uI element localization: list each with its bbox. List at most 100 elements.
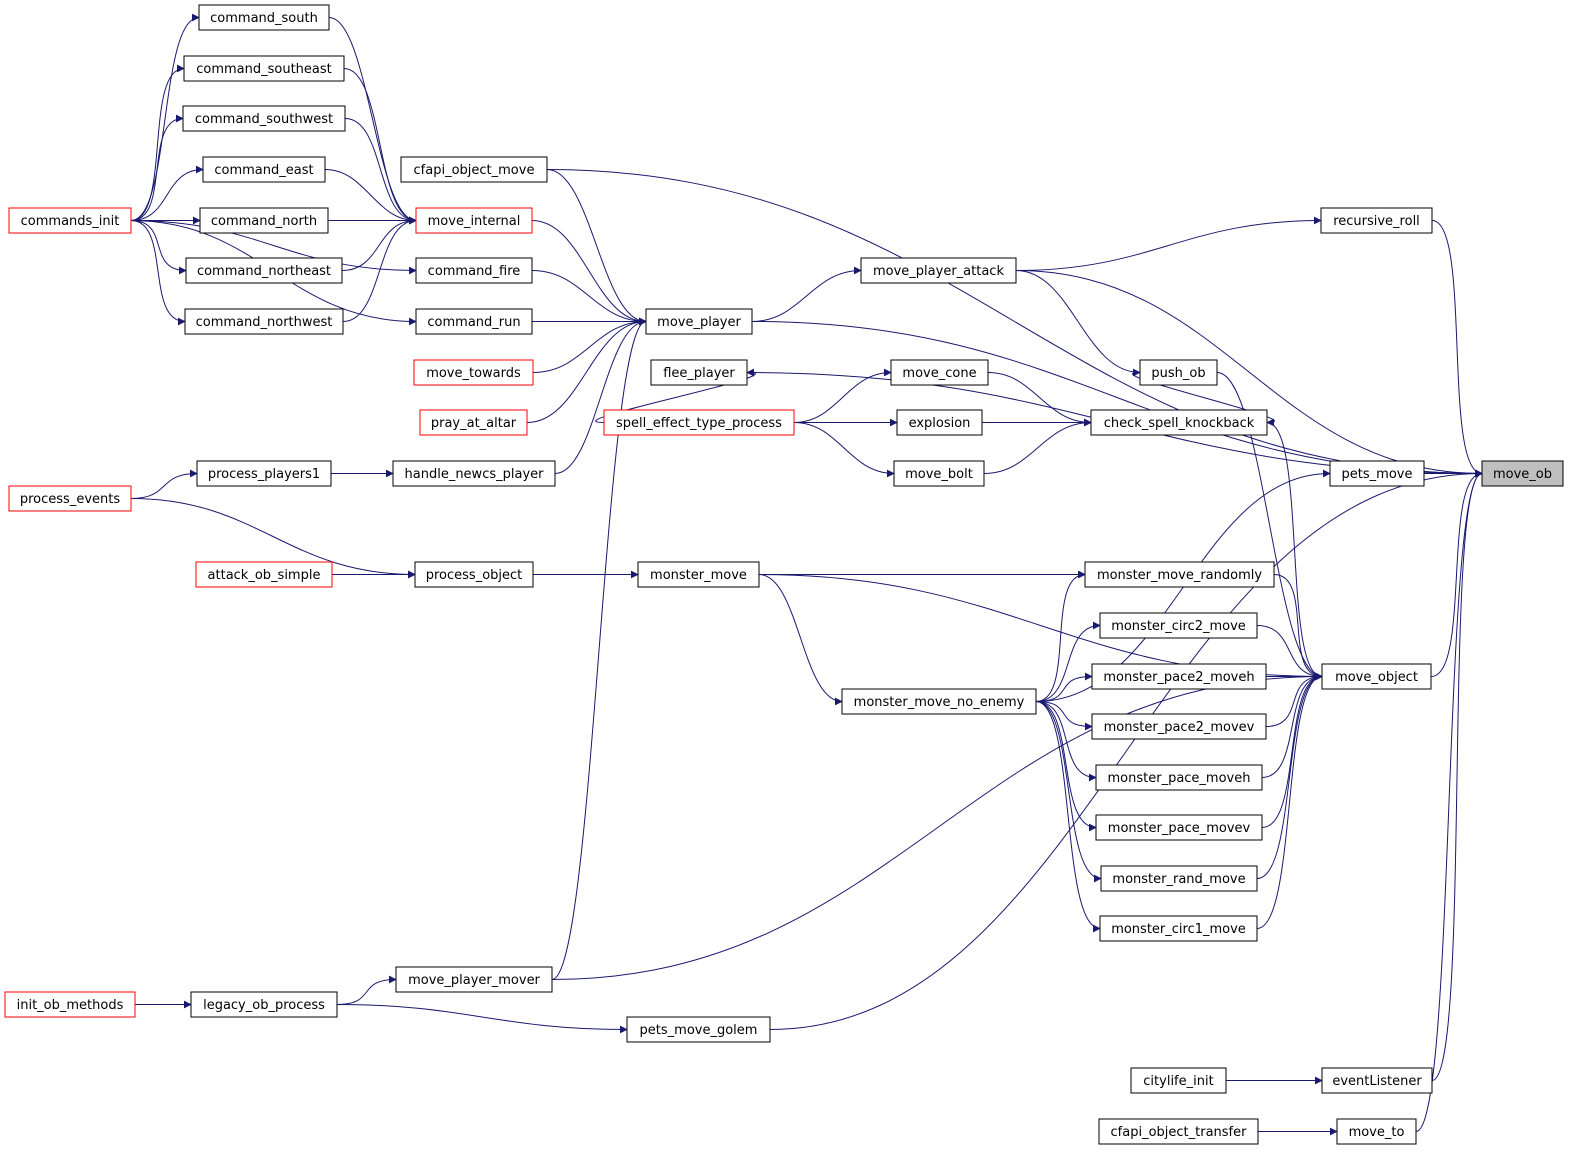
node-explosion[interactable]: explosion <box>896 409 983 436</box>
edge-move-towards-to-move-player <box>532 317 647 373</box>
node-cfapi-object-move[interactable]: cfapi_object_move <box>400 156 548 183</box>
node-label: command_fire <box>428 264 521 279</box>
node-monster-rand-move[interactable]: monster_rand_move <box>1100 865 1258 892</box>
node-box <box>185 257 343 284</box>
node-push-ob[interactable]: push_ob <box>1139 359 1218 386</box>
node-command-northwest[interactable]: command_northwest <box>184 308 344 335</box>
node-label: command_east <box>214 163 313 178</box>
node-label: move_towards <box>426 366 521 381</box>
node-monster-move-no-enemy[interactable]: monster_move_no_enemy <box>841 688 1037 715</box>
node-box <box>1130 1067 1227 1094</box>
node-monster-circ2-move[interactable]: monster_circ2_move <box>1099 612 1258 639</box>
edge-move-player-to-move-ob <box>751 321 1483 478</box>
node-monster-circ1-move[interactable]: monster_circ1_move <box>1099 915 1258 942</box>
node-cfapi-object-transfer[interactable]: cfapi_object_transfer <box>1098 1118 1259 1145</box>
node-process-events[interactable]: process_events <box>8 485 132 512</box>
node-label: command_southeast <box>196 62 332 77</box>
node-label: move_player_attack <box>873 264 1004 279</box>
edge-commands-init-to-command-east <box>130 165 204 221</box>
nodes: move_ob cfapi_object_move move_player comma… <box>4 4 1564 1145</box>
node-label: monster_pace_moveh <box>1108 771 1251 786</box>
node-box <box>415 257 533 284</box>
node-move-ob[interactable]: move_ob <box>1481 460 1564 487</box>
node-monster-pace2-movev[interactable]: monster_pace2_movev <box>1091 713 1267 740</box>
edge-monster-move-no-enemy-to-monster-pace-movev <box>1035 701 1097 832</box>
node-citylife-init[interactable]: citylife_init <box>1130 1067 1227 1094</box>
node-box <box>414 561 534 588</box>
node-init-ob-methods[interactable]: init_ob_methods <box>4 991 136 1018</box>
node-legacy-ob-process[interactable]: legacy_ob_process <box>190 991 338 1018</box>
node-eventListener[interactable]: eventListener <box>1321 1067 1433 1094</box>
node-handle-newcs-player[interactable]: handle_newcs_player <box>392 460 556 487</box>
node-label: process_object <box>426 568 523 583</box>
node-move-bolt[interactable]: move_bolt <box>893 460 985 487</box>
node-command-fire[interactable]: command_fire <box>415 257 533 284</box>
node-box <box>1329 460 1425 487</box>
node-label: move_player <box>657 315 741 330</box>
node-label: move_ob <box>1493 467 1552 482</box>
node-move-to[interactable]: move_to <box>1336 1118 1417 1145</box>
node-label: monster_move_randomly <box>1097 568 1262 583</box>
node-monster-move[interactable]: monster_move <box>637 561 760 588</box>
node-command-run[interactable]: command_run <box>415 308 533 335</box>
node-commands-init[interactable]: commands_init <box>8 207 132 234</box>
node-label: process_players1 <box>208 467 320 482</box>
node-spell-effect-type-process[interactable]: spell_effect_type_process <box>603 409 795 436</box>
node-monster-pace-moveh[interactable]: monster_pace_moveh <box>1095 764 1263 791</box>
node-monster-pace-movev[interactable]: monster_pace_movev <box>1095 814 1263 841</box>
node-label: handle_newcs_player <box>405 467 545 482</box>
node-monster-move-randomly[interactable]: monster_move_randomly <box>1084 561 1275 588</box>
edge-monster-move-no-enemy-to-monster-pace-moveh <box>1035 701 1097 782</box>
node-move-player-attack[interactable]: move_player_attack <box>860 257 1017 284</box>
edge-commands-init-to-command-fire <box>130 220 417 275</box>
node-label: monster_pace_movev <box>1108 821 1251 836</box>
node-monster-pace2-moveh[interactable]: monster_pace2_moveh <box>1091 663 1267 690</box>
node-command-east[interactable]: command_east <box>202 156 326 183</box>
node-pets-move-golem[interactable]: pets_move_golem <box>626 1016 771 1043</box>
edge-monster-move-no-enemy-to-monster-move-randomly <box>1035 570 1086 702</box>
node-command-northeast[interactable]: command_northeast <box>185 257 343 284</box>
node-label: flee_player <box>663 366 735 381</box>
node-box <box>890 359 989 386</box>
node-label: recursive_roll <box>1333 214 1420 229</box>
node-move-player-mover[interactable]: move_player_mover <box>395 966 553 993</box>
node-label: push_ob <box>1151 366 1205 381</box>
node-process-object[interactable]: process_object <box>414 561 534 588</box>
node-pray-at-altar[interactable]: pray_at_altar <box>419 409 528 436</box>
node-flee-player[interactable]: flee_player <box>650 359 748 386</box>
node-box <box>1321 1067 1433 1094</box>
node-move-internal[interactable]: move_internal <box>415 207 533 234</box>
edge-monster-pace-movev-to-move-object <box>1261 672 1323 828</box>
node-box <box>1321 663 1432 690</box>
node-process-players1[interactable]: process_players1 <box>196 460 332 487</box>
node-box <box>1091 713 1267 740</box>
node-command-southeast[interactable]: command_southeast <box>183 55 345 82</box>
node-box <box>637 561 760 588</box>
node-label: commands_init <box>21 214 120 229</box>
node-label: check_spell_knockback <box>1104 416 1255 431</box>
node-command-south[interactable]: command_south <box>198 4 330 31</box>
node-move-player[interactable]: move_player <box>645 308 753 335</box>
node-box <box>8 485 132 512</box>
node-box <box>415 207 533 234</box>
edge-check-spell-knockback-to-move-object <box>1266 422 1323 681</box>
node-pets-move[interactable]: pets_move <box>1329 460 1425 487</box>
edge-monster-move-no-enemy-to-monster-circ1-move <box>1035 701 1101 933</box>
node-command-southwest[interactable]: command_southwest <box>182 105 346 132</box>
edge-move-player-to-move-player-attack <box>751 266 862 322</box>
node-label: monster_pace2_movev <box>1104 720 1255 735</box>
node-box <box>419 409 528 436</box>
node-move-cone[interactable]: move_cone <box>890 359 989 386</box>
node-box <box>4 991 136 1018</box>
node-move-object[interactable]: move_object <box>1321 663 1432 690</box>
node-move-towards[interactable]: move_towards <box>413 359 534 386</box>
node-recursive-roll[interactable]: recursive_roll <box>1320 207 1433 234</box>
node-command-north[interactable]: command_north <box>199 207 329 234</box>
node-check-spell-knockback[interactable]: check_spell_knockback <box>1090 409 1268 436</box>
node-box <box>626 1016 771 1043</box>
node-attack-ob-simple[interactable]: attack_ob_simple <box>195 561 333 588</box>
node-label: command_run <box>427 315 520 330</box>
node-label: command_northeast <box>197 264 331 279</box>
edge-command-fire-to-move-player <box>531 270 647 326</box>
edge-monster-pace-moveh-to-move-object <box>1261 672 1323 778</box>
